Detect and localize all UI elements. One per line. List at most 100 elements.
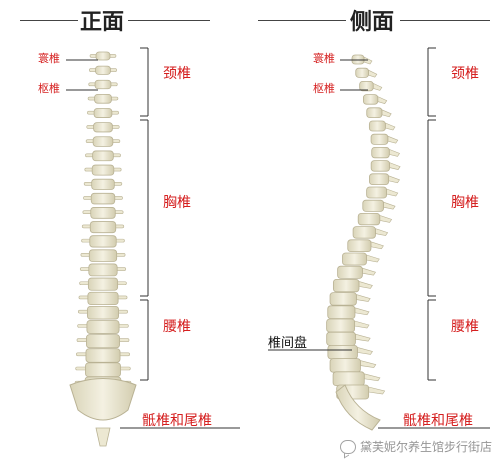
- side-vertebra: [326, 318, 356, 333]
- side-spinous-process: [389, 162, 401, 170]
- side-spinous-process: [354, 307, 370, 316]
- side-spinous-process: [354, 320, 370, 329]
- side-spinous-process: [375, 228, 389, 236]
- side-view-title: 侧面: [350, 9, 395, 35]
- side-thoracic-label: 胸椎: [451, 195, 479, 211]
- side-spinous-process: [377, 96, 388, 104]
- side-vertebra: [327, 344, 358, 360]
- side-vertebra: [370, 160, 390, 172]
- side-spinous-process: [368, 69, 378, 78]
- side-spinous-process: [381, 109, 392, 118]
- side-sacrum: [335, 384, 381, 431]
- side-vertebra: [327, 305, 356, 319]
- front-vertebra: [89, 235, 117, 248]
- watermark: 黛芙妮尔养生馆步行街店: [339, 438, 492, 455]
- front-title-line-left: [20, 20, 78, 21]
- side-vertebra: [359, 81, 374, 92]
- front-vertebra: [91, 178, 115, 190]
- side-spinous-process: [372, 82, 383, 91]
- side-spinous-process: [370, 241, 384, 250]
- front-lumbar-label: 腰椎: [163, 319, 191, 335]
- side-spinous-process: [362, 267, 377, 276]
- side-spine-illustration: [326, 54, 401, 431]
- side-spinous-process: [360, 360, 377, 368]
- front-coccyx: [95, 427, 111, 447]
- side-sacral-label: 骶椎和尾椎: [403, 413, 473, 429]
- front-vertebra: [85, 362, 121, 378]
- side-lumbar-label: 腰椎: [451, 319, 479, 335]
- side-spinous-process: [379, 214, 393, 223]
- front-vertebra: [88, 249, 118, 262]
- side-spinous-process: [389, 148, 401, 157]
- side-vertebra: [357, 212, 381, 226]
- side-vertebra: [342, 252, 367, 266]
- side-spinous-process: [383, 201, 396, 210]
- front-vertebra: [93, 122, 113, 133]
- front-spine-illustration: [69, 51, 137, 447]
- front-vertebra: [94, 93, 112, 104]
- front-sacral-label: 骶椎和尾椎: [142, 413, 212, 429]
- side-vertebra: [347, 239, 372, 253]
- front-vertebra: [86, 334, 120, 349]
- front-vertebra: [95, 51, 111, 61]
- front-vertebra: [93, 108, 113, 118]
- side-vertebra: [366, 186, 388, 199]
- side-spinous-process: [388, 175, 400, 184]
- side-vertebra: [329, 292, 357, 306]
- side-vertebra: [362, 94, 379, 105]
- side-title-line-right: [400, 20, 490, 21]
- front-vertebra: [89, 221, 117, 234]
- side-vertebra: [329, 358, 361, 373]
- side-vertebra: [368, 120, 386, 132]
- front-axis-label: 枢椎: [38, 82, 60, 95]
- side-spinous-process: [363, 373, 381, 382]
- region-brackets: [66, 47, 490, 429]
- side-spinous-process: [358, 280, 373, 289]
- side-spinous-process: [355, 333, 371, 342]
- side-vertebra: [326, 331, 356, 346]
- side-spinous-process: [385, 122, 396, 131]
- front-vertebra: [88, 263, 118, 277]
- side-vertebra: [332, 371, 365, 386]
- side-vertebra: [371, 146, 390, 159]
- front-sacrum: [69, 378, 137, 421]
- front-view-title: 正面: [80, 9, 125, 35]
- front-thoracic-label: 胸椎: [163, 195, 191, 211]
- watermark-text: 黛芙妮尔养生馆步行街店: [359, 440, 492, 454]
- side-spinous-process: [366, 254, 380, 263]
- front-vertebra: [92, 150, 114, 162]
- front-vertebra: [86, 320, 120, 334]
- front-vertebra: [92, 136, 114, 147]
- side-spinous-process: [356, 294, 371, 302]
- front-vertebra: [85, 348, 121, 363]
- side-vertebra: [355, 67, 369, 78]
- front-cervical-label: 颈椎: [163, 66, 191, 82]
- front-vertebra: [94, 79, 112, 90]
- front-vertebra: [87, 277, 119, 291]
- wechat-icon: [339, 439, 356, 454]
- side-title-line-left: [258, 20, 346, 21]
- side-vertebra: [362, 199, 384, 212]
- side-spinous-process: [357, 347, 373, 355]
- front-vertebra: [86, 305, 120, 320]
- side-vertebra: [352, 226, 376, 239]
- side-vertebra: [369, 173, 390, 186]
- side-atlas-label: 寰椎: [313, 52, 335, 65]
- front-vertebra: [95, 65, 111, 75]
- side-axis-label: 枢椎: [313, 82, 335, 95]
- front-atlas-label: 寰椎: [38, 52, 60, 65]
- disc-label: 椎间盘: [268, 336, 308, 351]
- side-vertebra: [332, 278, 360, 293]
- side-vertebra: [366, 107, 383, 119]
- side-spinous-process: [368, 386, 386, 395]
- front-vertebra: [91, 164, 115, 176]
- side-cervical-label: 颈椎: [451, 66, 479, 82]
- front-vertebra: [90, 192, 116, 205]
- front-vertebra: [87, 291, 119, 306]
- side-vertebra: [337, 265, 363, 279]
- side-spinous-process: [387, 135, 399, 144]
- side-spinous-process: [386, 188, 399, 197]
- front-title-line-right: [128, 20, 210, 21]
